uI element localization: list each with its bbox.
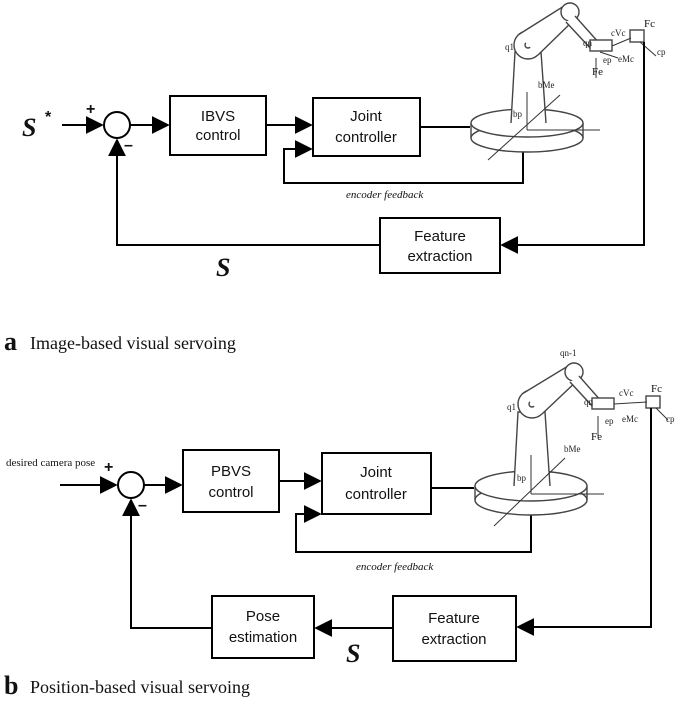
- b-joint-label-1: Joint: [360, 464, 393, 481]
- b-label-qn1: qn-1: [560, 348, 577, 358]
- b-label-ep: ep: [605, 416, 614, 426]
- a-label-eMc: eMc: [618, 54, 634, 64]
- b-camera-to-feature-arrow: [516, 408, 652, 636]
- a-feedback-signal: S: [216, 253, 230, 282]
- b-input-label: desired camera pose: [6, 457, 95, 469]
- a-joint-controller-block: [312, 97, 421, 157]
- a-ibvs-control-block: [169, 95, 267, 156]
- b-feature-label-1: Feature: [428, 610, 480, 627]
- b-feature-label-2: extraction: [421, 631, 486, 648]
- panel-b: desired camera pose + – PBVS control Joi…: [4, 348, 675, 700]
- b-robot-arm: qn-1 q1 qn cVc Fc cp Fe eMc ep bMe bp: [474, 348, 675, 527]
- b-pose-feedback-arrow: [122, 498, 212, 629]
- b-joint-controller-block: [321, 452, 432, 515]
- b-minus-sign: –: [138, 497, 147, 514]
- a-label-qn: qn: [583, 38, 593, 48]
- a-label-q1: q1: [505, 42, 514, 52]
- b-feedback-signal: S: [346, 639, 360, 668]
- a-joint-label-1: Joint: [350, 108, 383, 125]
- b-label-bp: bp: [517, 473, 527, 483]
- a-feedback-arrow: [108, 138, 380, 246]
- a-feature-label-2: extraction: [407, 248, 472, 265]
- a-label-cp: cp: [657, 47, 666, 57]
- a-caption-text: Image-based visual servoing: [30, 333, 236, 353]
- a-joint-label-2: controller: [335, 129, 397, 146]
- b-pose-label-2: estimation: [229, 629, 297, 646]
- b-caption-letter: b: [4, 671, 18, 700]
- panel-a: S * + – IBVS control Joint controller en…: [4, 2, 666, 356]
- a-summing-junction: [103, 111, 131, 139]
- a-plus-sign: +: [86, 101, 95, 118]
- b-label-bMe: bMe: [564, 444, 581, 454]
- a-caption-letter: a: [4, 327, 17, 356]
- a-label-bMe: bMe: [538, 80, 555, 90]
- a-robot-arm: q1 qn cVc Fc cp Fe eMc ep bMe bp: [470, 2, 666, 161]
- b-caption-text: Position-based visual servoing: [30, 677, 250, 697]
- a-label-cVc: cVc: [611, 28, 626, 38]
- b-pbvs-label-2: control: [208, 484, 253, 501]
- b-pose-estimation-block: [211, 595, 315, 659]
- b-label-Fc: Fc: [651, 383, 662, 395]
- a-feature-extraction-block: [379, 217, 501, 274]
- b-joint-label-2: controller: [345, 486, 407, 503]
- b-plus-sign: +: [104, 459, 113, 476]
- b-pbvs-control-block: [182, 449, 280, 513]
- b-pose-label-1: Pose: [246, 608, 280, 625]
- b-label-qn: qn: [584, 397, 594, 407]
- b-encoder-feedback-label: encoder feedback: [356, 561, 434, 573]
- a-label-ep: ep: [603, 55, 612, 65]
- b-label-cVc: cVc: [619, 388, 634, 398]
- b-encoder-feedback-loop: [295, 505, 532, 553]
- b-pbvs-label-1: PBVS: [211, 463, 251, 480]
- a-encoder-feedback-loop: [283, 140, 524, 184]
- a-label-Fe: Fe: [592, 66, 603, 78]
- a-ibvs-label-2: control: [195, 127, 240, 144]
- b-label-Fe: Fe: [591, 431, 602, 443]
- a-minus-sign: –: [124, 137, 133, 154]
- a-input-superscript: *: [45, 109, 52, 126]
- a-camera-to-feature-arrow: [500, 42, 645, 254]
- a-label-Fc: Fc: [644, 18, 655, 30]
- b-label-q1: q1: [507, 402, 516, 412]
- a-ibvs-label-1: IBVS: [201, 108, 235, 125]
- a-input-signal: S: [22, 113, 36, 142]
- b-label-cp: cp: [666, 414, 675, 424]
- a-label-bp: bp: [513, 109, 523, 119]
- a-encoder-feedback-label: encoder feedback: [346, 189, 424, 201]
- b-label-eMc: eMc: [622, 414, 638, 424]
- a-feature-label-1: Feature: [414, 228, 466, 245]
- b-feature-extraction-block: [392, 595, 517, 662]
- b-summing-junction: [117, 471, 145, 499]
